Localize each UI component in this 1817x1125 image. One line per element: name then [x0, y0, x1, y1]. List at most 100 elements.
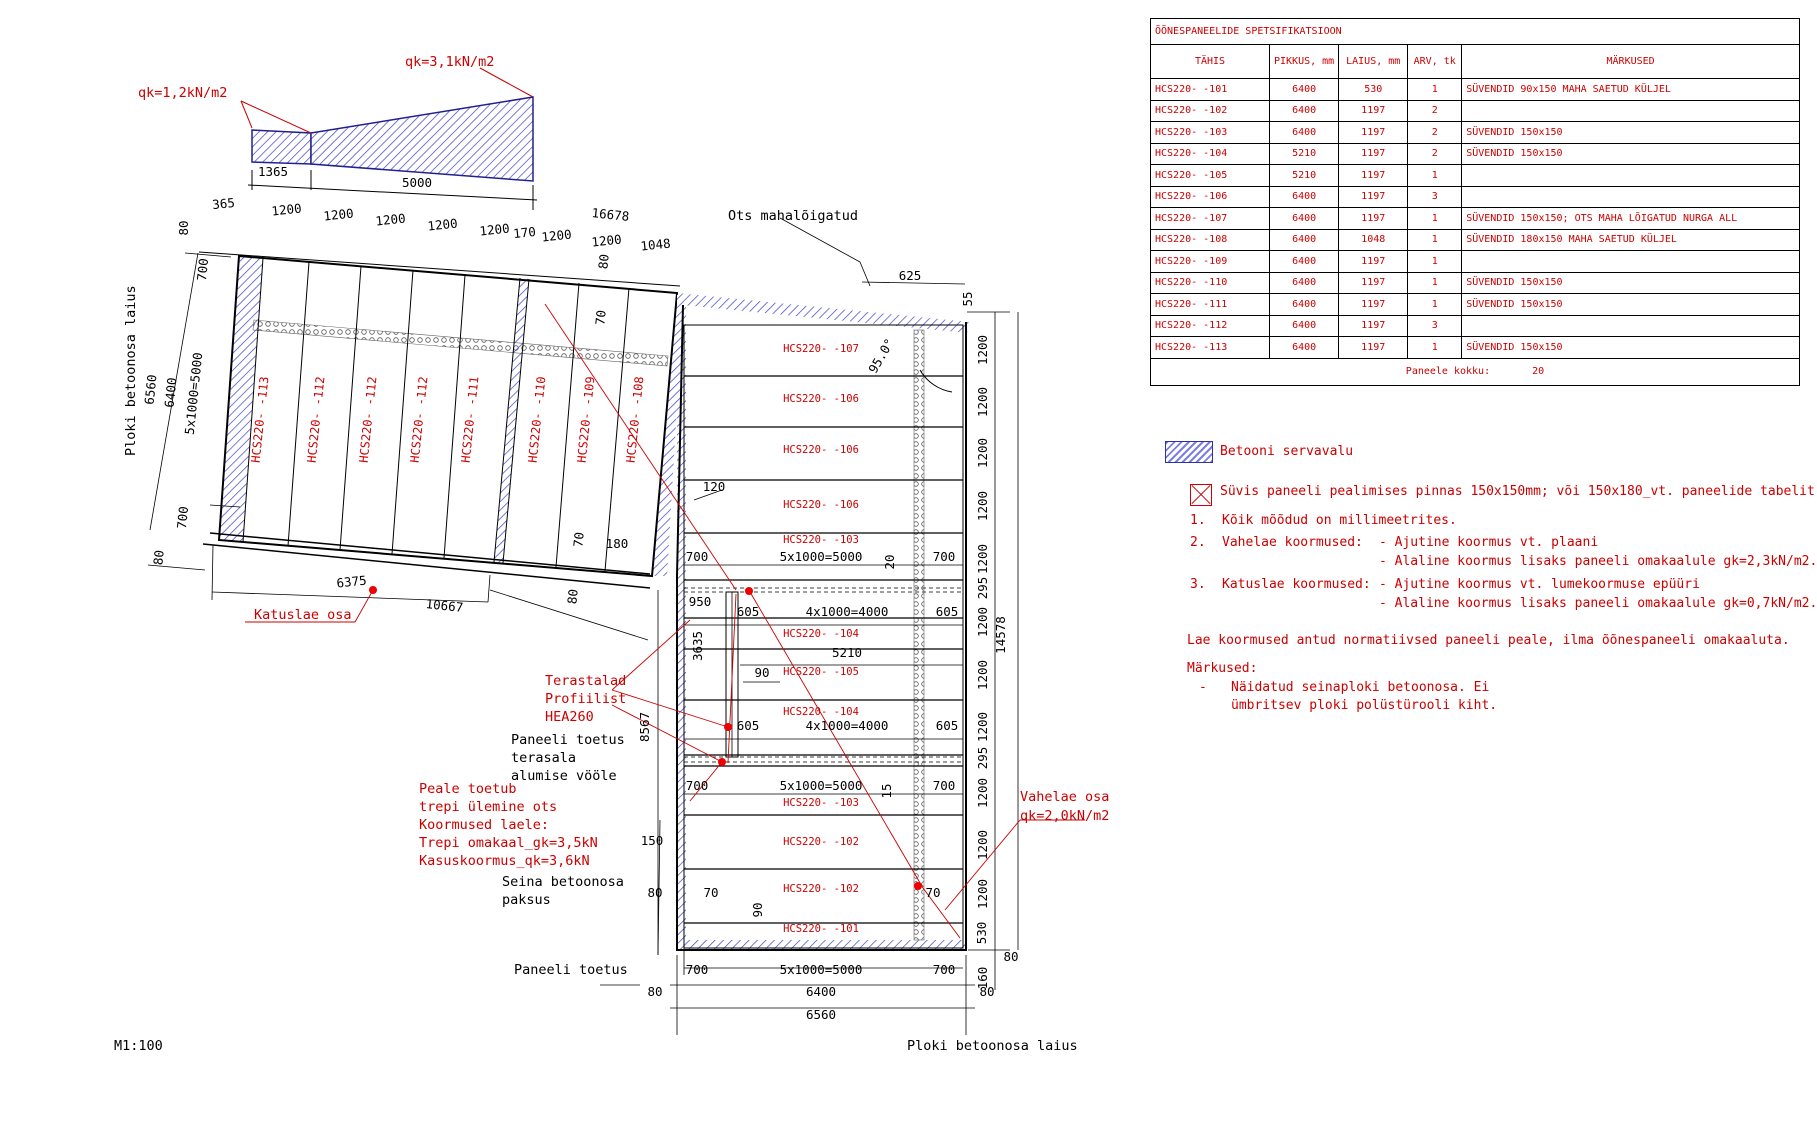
- dimension-label: 160: [975, 967, 990, 990]
- dimension-label: 700: [174, 506, 191, 530]
- spec-cell: HCS220- -106: [1150, 185, 1270, 208]
- dimension-label: 15: [879, 783, 894, 798]
- spec-cell: 6400: [1268, 99, 1340, 122]
- steel-beam-label-2: Profiilist: [545, 691, 626, 707]
- legend-cross-label: Süvis paneeli pealimises pinnas 150x150m…: [1220, 484, 1815, 499]
- spec-cell: 6400: [1268, 121, 1340, 144]
- note-3-num: 3.: [1190, 577, 1206, 592]
- dimension-label: 605: [737, 718, 760, 733]
- dimension-label: 70: [570, 531, 586, 548]
- spec-cell: 6400: [1268, 228, 1340, 251]
- roof-load-right-label: qk=3,1kN/m2: [405, 54, 494, 70]
- dimension-label: 5x1000=5000: [780, 778, 863, 793]
- stair-label-4: Trepi omakaal_gk=3,5kN: [419, 835, 598, 851]
- spec-cell: HCS220- -108: [1150, 228, 1270, 251]
- dimension-label: 1200: [975, 778, 990, 808]
- wall-label-2: paksus: [502, 892, 551, 908]
- dimension-label: 80: [564, 588, 580, 605]
- spec-cell: 2: [1407, 99, 1463, 122]
- load-points: [369, 586, 922, 890]
- spec-cell: [1461, 314, 1800, 337]
- spec-cell: SÜVENDID 150x150; OTS MAHA LÕIGATUD NURG…: [1461, 207, 1800, 230]
- spec-cell: HCS220- -113: [1150, 336, 1270, 359]
- spec-cell: HCS220- -101: [1150, 78, 1270, 101]
- panel-support-label-2: terasala: [511, 750, 576, 766]
- spec-cell: SÜVENDID 150x150: [1461, 271, 1800, 294]
- dimension-label: 1200: [427, 215, 459, 233]
- dimension-label: 1200: [975, 544, 990, 574]
- spec-cell: SÜVENDID 150x150: [1461, 142, 1800, 165]
- floor-load-label: qk=2,0kN/m2: [1020, 808, 1109, 824]
- dimension-label: 700: [933, 549, 956, 564]
- dimension-label: 55: [960, 291, 975, 306]
- dimension-label: 1200: [975, 387, 990, 417]
- stair-label-3: Koormused laele:: [419, 817, 549, 833]
- floor-panel-label: HCS220- -106: [783, 393, 859, 405]
- dimension-label: 1200: [975, 335, 990, 365]
- spec-cell: 5210: [1268, 142, 1340, 165]
- stair-label-5: Kasuskoormus_qk=3,6kN: [419, 853, 590, 869]
- floor-part-label: Vahelae osa: [1020, 789, 1109, 805]
- spec-cell: 1048: [1338, 228, 1409, 251]
- dimension-label: 1200: [591, 231, 623, 249]
- total-value: 20: [1532, 366, 1545, 377]
- dimension-label: 1200: [479, 220, 511, 238]
- dimension-label: 3635: [690, 631, 705, 661]
- dimension-label: 700: [194, 258, 211, 282]
- stair-label-1: Peale toetub: [419, 781, 517, 797]
- dimension-label: 6560: [141, 374, 159, 406]
- dimension-label: 1200: [323, 205, 355, 223]
- spec-cell: 6400: [1268, 336, 1340, 359]
- dimension-label: 625: [899, 268, 922, 283]
- scale-label: M1:100: [114, 1038, 163, 1054]
- spec-cell: 1197: [1338, 99, 1409, 122]
- spec-cell: HCS220- -107: [1150, 207, 1270, 230]
- dimension-label: 4x1000=4000: [806, 718, 889, 733]
- dimension-label: 6400: [161, 377, 179, 409]
- dimension-label: 16678: [591, 205, 630, 224]
- roof-load-diagram: [240, 67, 538, 210]
- spec-cell: SÜVENDID 150x150: [1461, 293, 1800, 316]
- dimension-label: 605: [936, 604, 959, 619]
- dimension-label: 150: [641, 833, 664, 848]
- roof-panel-label: HCS220- -112: [305, 376, 328, 464]
- roof-panel-label: HCS220- -112: [357, 376, 380, 464]
- dimension-label: 1200: [975, 830, 990, 860]
- dimension-label: 8567: [637, 712, 652, 742]
- header-tahis: TÄHIS: [1150, 44, 1270, 79]
- spec-cell: 1197: [1338, 121, 1409, 144]
- dimension-label: 80: [647, 984, 662, 999]
- dimension-label: 1365: [258, 164, 288, 179]
- spec-cell: 6400: [1268, 293, 1340, 316]
- spec-cell: SÜVENDID 180x150 MAHA SAETUD KÜLJEL: [1461, 228, 1800, 251]
- spec-cell: HCS220- -105: [1150, 164, 1270, 187]
- ots-label: Ots mahalõigatud: [728, 208, 858, 224]
- legend-hatch-label: Betooni servavalu: [1220, 444, 1354, 459]
- spec-cell: 1197: [1338, 271, 1409, 294]
- note-2-label: Vahelae koormused:: [1222, 535, 1363, 550]
- panel-support-label-1: Paneeli toetus: [511, 732, 625, 748]
- floor-panel-label: HCS220- -102: [783, 836, 859, 848]
- spec-cell: 1197: [1338, 142, 1409, 165]
- dimension-label: 80: [595, 253, 611, 270]
- roof-panel-label: HCS220- -109: [575, 376, 598, 464]
- header-arv: ARV, tk: [1407, 44, 1463, 79]
- dimension-label: 80: [647, 885, 662, 900]
- roof-slab: [147, 217, 969, 641]
- note-3-a: - Ajutine koormus vt. lumekoormuse epüür…: [1379, 577, 1700, 592]
- dimension-label: 700: [933, 778, 956, 793]
- panel-support-bottom-label: Paneeli toetus: [514, 962, 628, 978]
- dimension-label: 5000: [402, 175, 432, 190]
- spec-cell: [1461, 164, 1800, 187]
- dimension-label: 295: [975, 577, 990, 600]
- dimension-label: 1200: [975, 438, 990, 468]
- dimension-label: 700: [686, 549, 709, 564]
- dimension-label: 1200: [541, 226, 573, 244]
- roof-load-left-label: qk=1,2kN/m2: [138, 85, 227, 101]
- roof-panel-label: HCS220- -112: [408, 376, 431, 464]
